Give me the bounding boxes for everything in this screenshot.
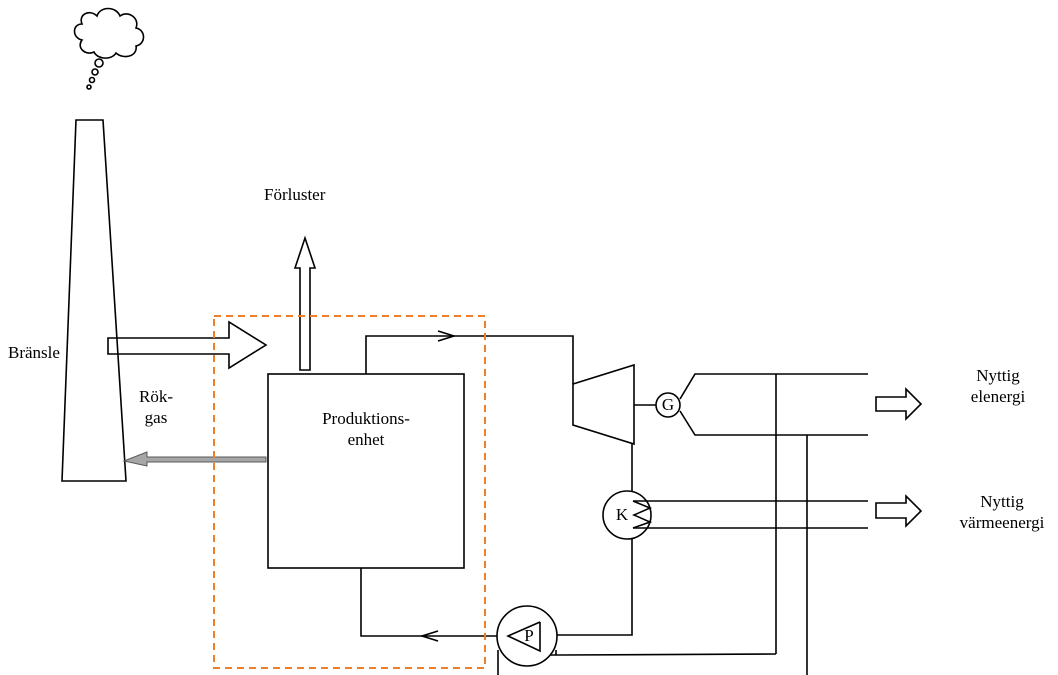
useful-electricity-label-line2: elenergi [970, 387, 1026, 406]
pump-label: P [524, 626, 534, 645]
production-unit-label-line2: enhet [347, 430, 385, 449]
generator-label: G [661, 395, 675, 414]
losses-label: Förluster [264, 185, 326, 204]
smoke-cloud-icon [73, 7, 145, 90]
condenser-symbol [602, 490, 652, 540]
useful-heat-label-line1: Nyttig [980, 492, 1024, 511]
electricity-lines [679, 373, 868, 675]
flue-gas-label-line1: Rök- [139, 387, 173, 406]
useful-electricity-label-line1: Nyttig [976, 366, 1020, 385]
flue-gas-label-line2: gas [144, 408, 168, 427]
condenser-label: K [615, 505, 629, 524]
system-boundary [213, 315, 486, 669]
feedwater-line [360, 568, 497, 642]
generator-symbol [655, 392, 681, 418]
losses-arrow [293, 235, 317, 371]
useful-heat-label: Nyttig värmeenergi [950, 491, 1054, 533]
flue-gas-label: Rök- gas [134, 386, 178, 428]
useful-heat-label-line2: värmeenergi [959, 513, 1045, 532]
heat-lines [633, 500, 868, 529]
electricity-output-arrow [875, 387, 923, 421]
heat-output-arrow [875, 494, 923, 528]
steam-line [365, 330, 574, 384]
production-unit-box [267, 373, 465, 569]
turbine-symbol [572, 363, 635, 446]
useful-electricity-label: Nyttig elenergi [958, 365, 1038, 407]
chimney [61, 119, 127, 482]
production-unit-label-line1: Produktions- [322, 409, 410, 428]
production-unit-label: Produktions- enhet [302, 408, 430, 450]
fuel-arrow [107, 320, 268, 370]
fuel-label: Bränsle [8, 343, 60, 362]
flue-gas-arrow [122, 451, 267, 467]
